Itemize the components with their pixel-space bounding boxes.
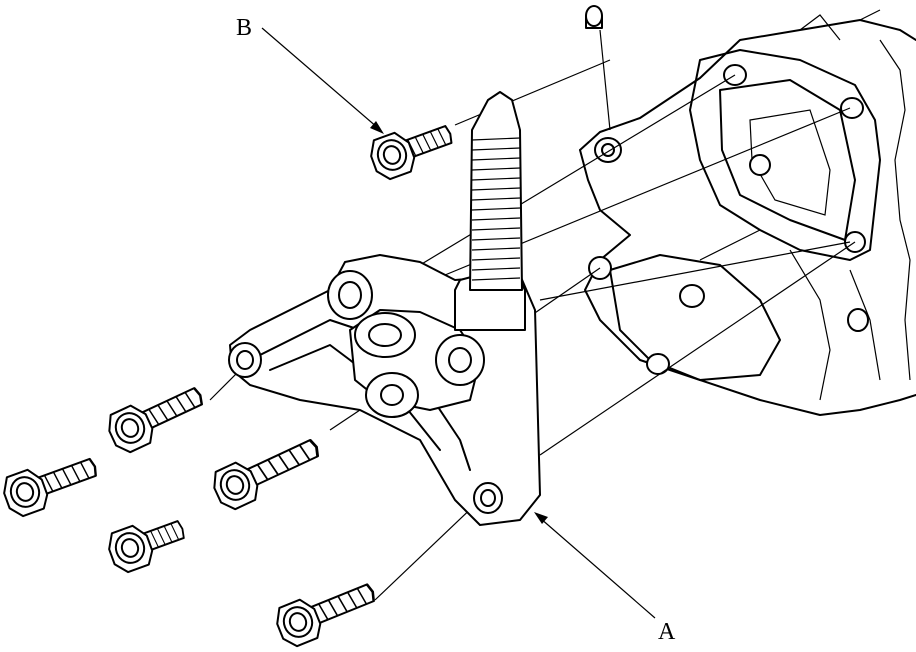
callout-label-a: A [658,619,676,645]
engine-block [579,9,916,416]
bolt-3 [207,437,322,515]
callout-label-b: B [236,15,253,41]
mounting-bracket [228,254,541,526]
bolt-1 [102,385,206,458]
callout-leader-b [261,27,384,134]
bolt-b [365,124,455,184]
callout-leader-a [534,512,656,619]
bolt-5 [270,582,378,651]
bolt-4 [103,519,187,577]
dowel-pin [585,5,603,29]
threaded-stud [469,91,523,291]
bolt-2 [0,456,100,521]
